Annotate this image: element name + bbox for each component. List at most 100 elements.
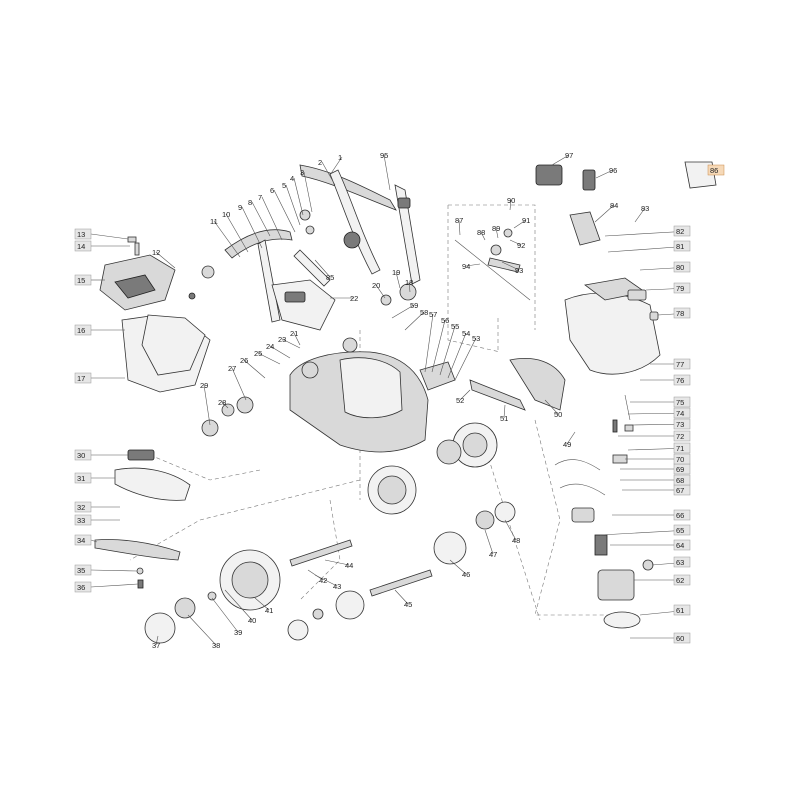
part-label-59: 59: [410, 301, 418, 310]
part-label-text-36: 36: [77, 583, 85, 592]
part-label-box-64: [673, 539, 691, 551]
part-label-box-33: [74, 514, 92, 526]
part-label-box-36: [74, 581, 92, 593]
part-label-60: 60: [673, 632, 691, 644]
leader-line-24: [269, 345, 291, 359]
leader-line-85: [314, 259, 331, 278]
part-label-text-80: 80: [676, 263, 684, 272]
part-label-box-30: [74, 449, 92, 461]
part-label-87: 87: [455, 216, 463, 225]
part-label-50: 50: [554, 410, 562, 419]
leader-line-54: [447, 332, 467, 379]
part-label-text-10: 10: [222, 210, 230, 219]
part-label-23: 23: [278, 335, 286, 344]
part-label-text-23: 23: [278, 335, 286, 344]
part-label-text-69: 69: [676, 465, 684, 474]
part-label-89: 89: [492, 224, 500, 233]
part-label-text-30: 30: [77, 451, 85, 460]
part-label-text-17: 17: [77, 374, 85, 383]
part-label-text-12: 12: [152, 248, 160, 257]
part-label-box-32: [74, 501, 92, 513]
part-label-1: 1: [338, 153, 342, 162]
leader-line-58: [404, 311, 425, 331]
leader-line-48: [504, 519, 517, 541]
part-label-text-20: 20: [372, 281, 380, 290]
part-label-19: 19: [392, 268, 400, 277]
leader-line-84: [594, 204, 615, 223]
grass-box: [99, 236, 211, 393]
part-label-text-67: 67: [676, 486, 684, 495]
part-label-83: 83: [641, 204, 649, 213]
part-label-box-60: [673, 632, 691, 644]
part-label-text-74: 74: [676, 409, 684, 418]
part-label-text-43: 43: [333, 582, 341, 591]
part-label-text-61: 61: [676, 606, 684, 615]
part-label-6: 6: [270, 186, 274, 195]
part-label-text-84: 84: [610, 201, 618, 210]
part-label-text-71: 71: [676, 444, 684, 453]
leader-line-10: [225, 213, 249, 253]
part-label-text-78: 78: [676, 309, 684, 318]
part-label-28: 28: [218, 398, 226, 407]
part-label-58: 58: [420, 308, 428, 317]
part-label-78: 78: [673, 307, 691, 319]
leader-line-50: [544, 399, 559, 415]
part-label-text-32: 32: [77, 503, 85, 512]
part-label-box-62: [673, 574, 691, 586]
part-label-box-76: [673, 374, 691, 386]
part-label-text-89: 89: [492, 224, 500, 233]
leader-line-36: [90, 583, 139, 588]
part-label-10: 10: [222, 210, 230, 219]
part-label-80: 80: [673, 261, 691, 273]
part-label-box-77: [673, 358, 691, 370]
part-label-text-41: 41: [265, 606, 273, 615]
part-label-18: 18: [405, 278, 413, 287]
part-label-3: 3: [300, 168, 304, 177]
part-label-97: 97: [565, 151, 573, 160]
part-label-text-79: 79: [676, 284, 684, 293]
part-label-text-64: 64: [676, 541, 684, 550]
part-label-22: 22: [350, 294, 358, 303]
part-label-30: 30: [74, 449, 92, 461]
leader-line-47: [484, 529, 494, 555]
leader-line-46: [449, 559, 467, 575]
part-label-35: 35: [74, 564, 92, 576]
part-label-73: 73: [673, 418, 691, 430]
part-label-box-74: [673, 407, 691, 419]
part-label-text-14: 14: [77, 242, 85, 251]
part-label-94: 94: [462, 262, 470, 271]
leader-line-19: [395, 271, 401, 289]
part-label-67: 67: [673, 484, 691, 496]
leader-line-13: [90, 233, 129, 240]
part-label-16: 16: [74, 324, 92, 336]
part-label-38: 38: [212, 641, 220, 650]
part-label-39: 39: [234, 628, 242, 637]
part-label-text-9: 9: [238, 203, 242, 212]
front-wheels: [287, 422, 516, 641]
part-label-66: 66: [673, 509, 691, 521]
leader-line-7: [261, 196, 283, 241]
part-label-33: 33: [74, 514, 92, 526]
leader-line-41: [254, 597, 270, 611]
part-label-text-66: 66: [676, 511, 684, 520]
part-label-text-87: 87: [455, 216, 463, 225]
part-label-box-79: [673, 282, 691, 294]
part-label-text-82: 82: [676, 227, 684, 236]
leader-line-92: [509, 239, 522, 246]
leader-line-11: [213, 220, 241, 258]
part-label-71: 71: [673, 442, 691, 454]
leader-line-87: [458, 219, 461, 236]
part-label-text-49: 49: [563, 440, 571, 449]
leader-line-38: [187, 614, 217, 646]
part-label-27: 27: [228, 364, 236, 373]
leader-line-89: [495, 227, 499, 239]
part-label-31: 31: [74, 472, 92, 484]
leader-line-23: [281, 338, 301, 349]
part-label-2: 2: [318, 158, 322, 167]
part-label-text-57: 57: [429, 310, 437, 319]
part-label-74: 74: [673, 407, 691, 419]
part-label-72: 72: [673, 430, 691, 442]
part-label-53: 53: [472, 334, 480, 343]
part-label-17: 17: [74, 372, 92, 384]
